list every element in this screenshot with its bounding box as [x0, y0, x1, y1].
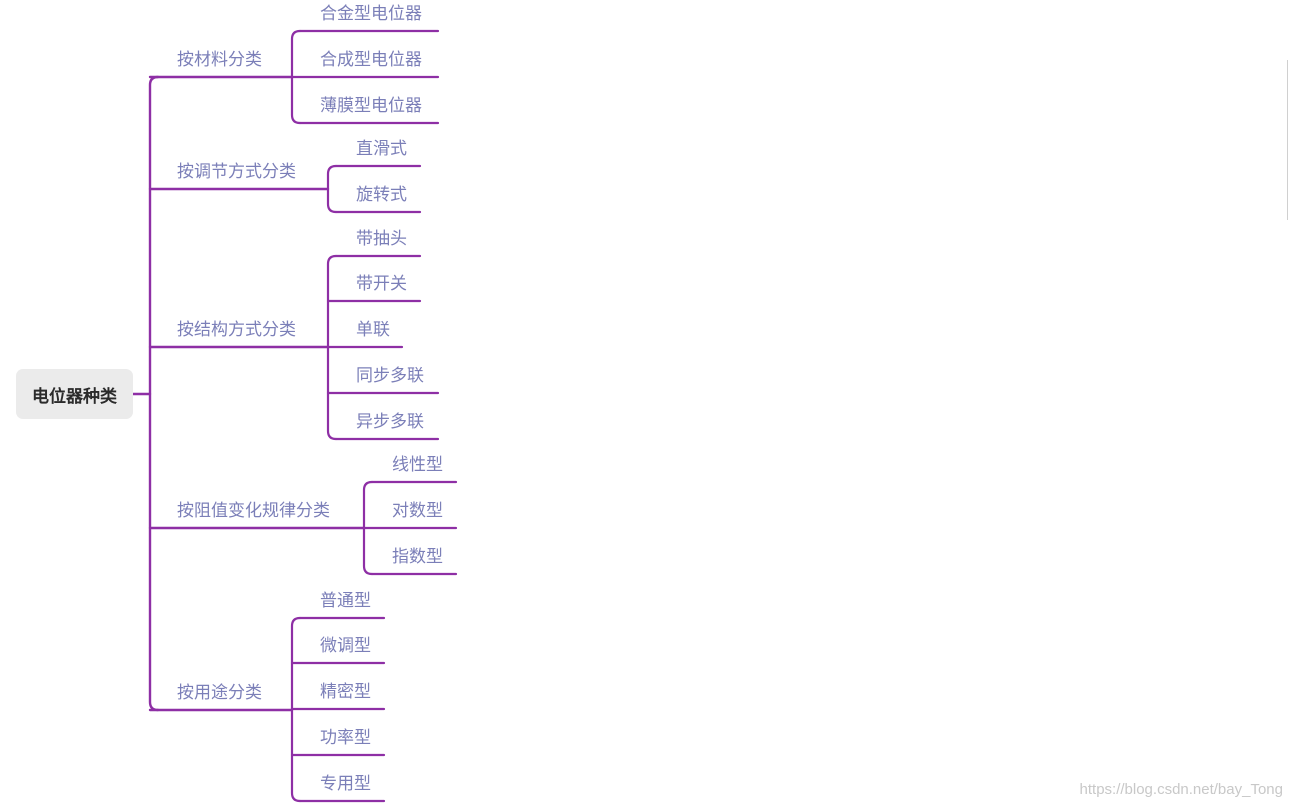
child-label[interactable]: 同步多联	[356, 366, 424, 386]
child-label[interactable]: 精密型	[320, 682, 371, 702]
child-label[interactable]: 旋转式	[356, 185, 407, 205]
scroll-edge	[1287, 60, 1288, 220]
category-label[interactable]: 按阻值变化规律分类	[177, 501, 330, 521]
watermark: https://blog.csdn.net/bay_Tong	[1079, 781, 1283, 798]
child-label[interactable]: 直滑式	[356, 139, 407, 159]
child-label[interactable]: 薄膜型电位器	[320, 96, 422, 116]
child-label[interactable]: 对数型	[392, 501, 443, 521]
child-label[interactable]: 带抽头	[356, 229, 407, 249]
category-label[interactable]: 按结构方式分类	[177, 320, 296, 340]
trunk-line	[148, 75, 160, 712]
child-label[interactable]: 线性型	[392, 455, 443, 475]
root-node[interactable]: 电位器种类	[16, 369, 133, 419]
child-label[interactable]: 带开关	[356, 274, 407, 294]
child-label[interactable]: 微调型	[320, 636, 371, 656]
child-label[interactable]: 异步多联	[356, 412, 424, 432]
child-label[interactable]: 指数型	[392, 547, 443, 567]
child-label[interactable]: 普通型	[320, 591, 371, 611]
child-label[interactable]: 合成型电位器	[320, 50, 422, 70]
category-label[interactable]: 按调节方式分类	[177, 162, 296, 182]
child-label[interactable]: 单联	[356, 320, 390, 340]
child-label[interactable]: 专用型	[320, 774, 371, 794]
category-label[interactable]: 按用途分类	[177, 683, 262, 703]
child-label[interactable]: 功率型	[320, 728, 371, 748]
child-label[interactable]: 合金型电位器	[320, 4, 422, 24]
root-label: 电位器种类	[32, 386, 117, 407]
category-label[interactable]: 按材料分类	[177, 50, 262, 70]
branch-line	[326, 164, 338, 214]
